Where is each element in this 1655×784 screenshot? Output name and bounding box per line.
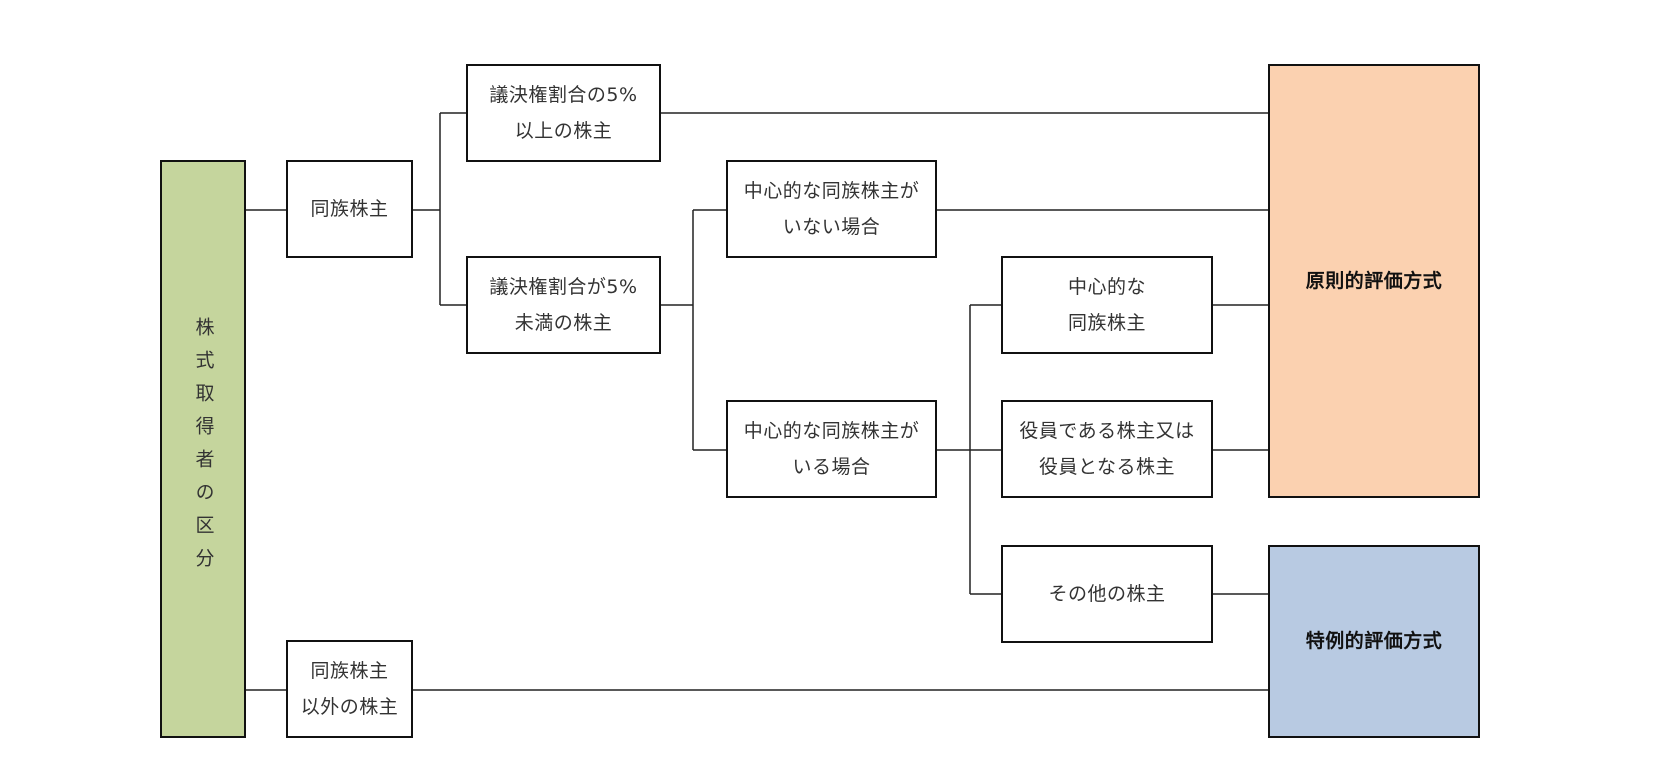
principle-method-label: 原則的評価方式 <box>1305 269 1443 292</box>
has-central-label: 中心的な同族株主が いる場合 <box>743 420 920 478</box>
no-central-node: 中心的な同族株主が いない場合 <box>726 160 937 258</box>
root-node: 株式取得者の区分 <box>160 160 246 738</box>
central-family-node: 中心的な 同族株主 <box>1001 256 1213 354</box>
special-method-node: 特例的評価方式 <box>1268 545 1480 738</box>
vote-5-over-label: 議決権割合の5% 以上の株主 <box>489 84 638 142</box>
no-central-label: 中心的な同族株主が いない場合 <box>743 180 920 238</box>
non-family-shareholder-node: 同族株主 以外の株主 <box>286 640 413 738</box>
officer-shareholder-label: 役員である株主又は 役員となる株主 <box>1019 420 1195 478</box>
vote-5-under-node: 議決権割合が5% 未満の株主 <box>466 256 661 354</box>
special-method-label: 特例的評価方式 <box>1305 630 1443 653</box>
other-shareholder-label: その他の株主 <box>1048 583 1166 605</box>
vote-5-over-node: 議決権割合の5% 以上の株主 <box>466 64 661 162</box>
vote-5-under-label: 議決権割合が5% 未満の株主 <box>489 276 638 334</box>
other-shareholder-node: その他の株主 <box>1001 545 1213 643</box>
has-central-node: 中心的な同族株主が いる場合 <box>726 400 937 498</box>
family-shareholder-label: 同族株主 <box>310 198 389 220</box>
principle-method-node: 原則的評価方式 <box>1268 64 1480 498</box>
family-shareholder-node: 同族株主 <box>286 160 413 258</box>
root-label: 株式取得者の区分 <box>192 317 215 581</box>
officer-shareholder-node: 役員である株主又は 役員となる株主 <box>1001 400 1213 498</box>
central-family-label: 中心的な 同族株主 <box>1067 276 1146 334</box>
non-family-shareholder-label: 同族株主 以外の株主 <box>300 660 399 718</box>
